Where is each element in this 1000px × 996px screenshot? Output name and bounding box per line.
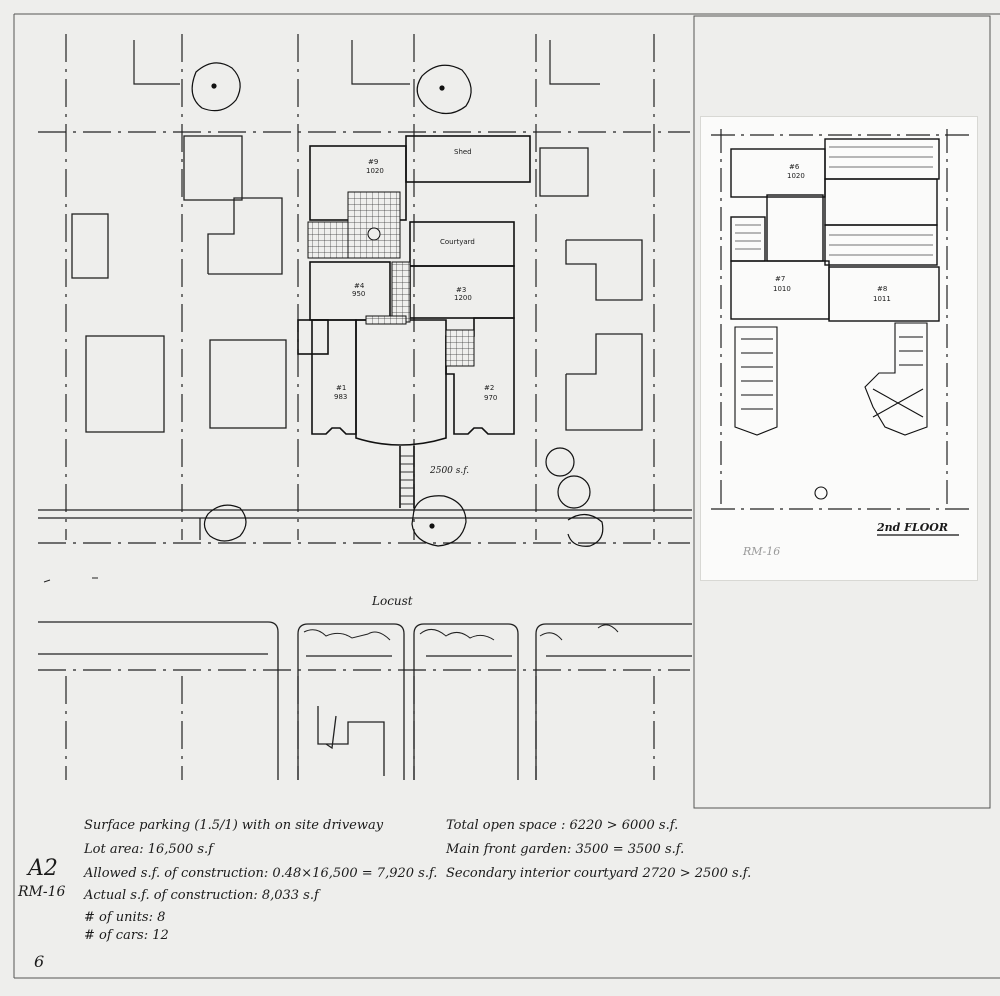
note-lot-area: Lot area: 16,500 s.f — [84, 842, 213, 857]
unit-6-label: #6 — [789, 163, 800, 171]
courtyard-label: Courtyard — [440, 238, 475, 246]
second-floor-inset: #6 1020 #7 1010 #8 1011 2nd FLOOR RM-16 — [700, 116, 978, 581]
inset-zone-stamp: RM-16 — [743, 545, 781, 558]
note-front-garden: Main front garden: 3500 = 3500 s.f. — [446, 842, 685, 857]
inset-frame — [693, 15, 991, 809]
unit-6-area: 1020 — [787, 172, 805, 180]
unit-7-label: #7 — [775, 275, 786, 283]
street-label: Locust — [372, 594, 413, 608]
page-number: 6 — [34, 952, 45, 971]
unit-4-area: 950 — [352, 290, 366, 298]
unit-4-label: #4 — [354, 282, 365, 290]
note-actual-sf: Actual s.f. of construction: 8,033 s.f — [84, 888, 319, 903]
unit-9-label: #9 — [368, 158, 379, 166]
unit-3-area: 1200 — [454, 294, 472, 302]
note-cars: # of cars: 12 — [84, 928, 169, 943]
unit-2-area: 970 — [484, 394, 498, 402]
trees — [191, 62, 604, 547]
project-building — [297, 135, 531, 508]
second-floor-drawing — [711, 129, 969, 536]
neighbor-buildings — [71, 135, 643, 776]
note-parking: Surface parking (1.5/1) with on site dri… — [84, 818, 384, 833]
note-courtyard: Secondary interior courtyard 2720 > 2500… — [446, 866, 752, 881]
note-units: # of units: 8 — [84, 910, 166, 925]
unit-3-label: #3 — [456, 286, 467, 294]
unit-8-area: 1011 — [873, 295, 891, 303]
unit-2-label: #2 — [484, 384, 495, 392]
unit-7-area: 1010 — [773, 285, 791, 293]
note-allowed-sf: Allowed s.f. of construction: 0.48×16,50… — [84, 866, 438, 881]
unit-1-area: 983 — [334, 393, 348, 401]
unit-8-label: #8 — [877, 285, 888, 293]
sidewalks — [38, 509, 692, 780]
sheet-border — [13, 13, 1000, 979]
shed-label: Shed — [454, 148, 472, 156]
unit-9-area: 1020 — [366, 167, 384, 175]
unit-1-label: #1 — [336, 384, 347, 392]
inset-title: 2nd FLOOR — [877, 521, 949, 534]
paving-grids — [307, 191, 475, 367]
zone-label: RM-16 — [18, 884, 66, 900]
sheet-code: A2 — [28, 856, 58, 881]
note-total-open-space: Total open space : 6220 > 6000 s.f. — [446, 818, 679, 833]
garden-area-label: 2500 s.f. — [430, 466, 470, 476]
